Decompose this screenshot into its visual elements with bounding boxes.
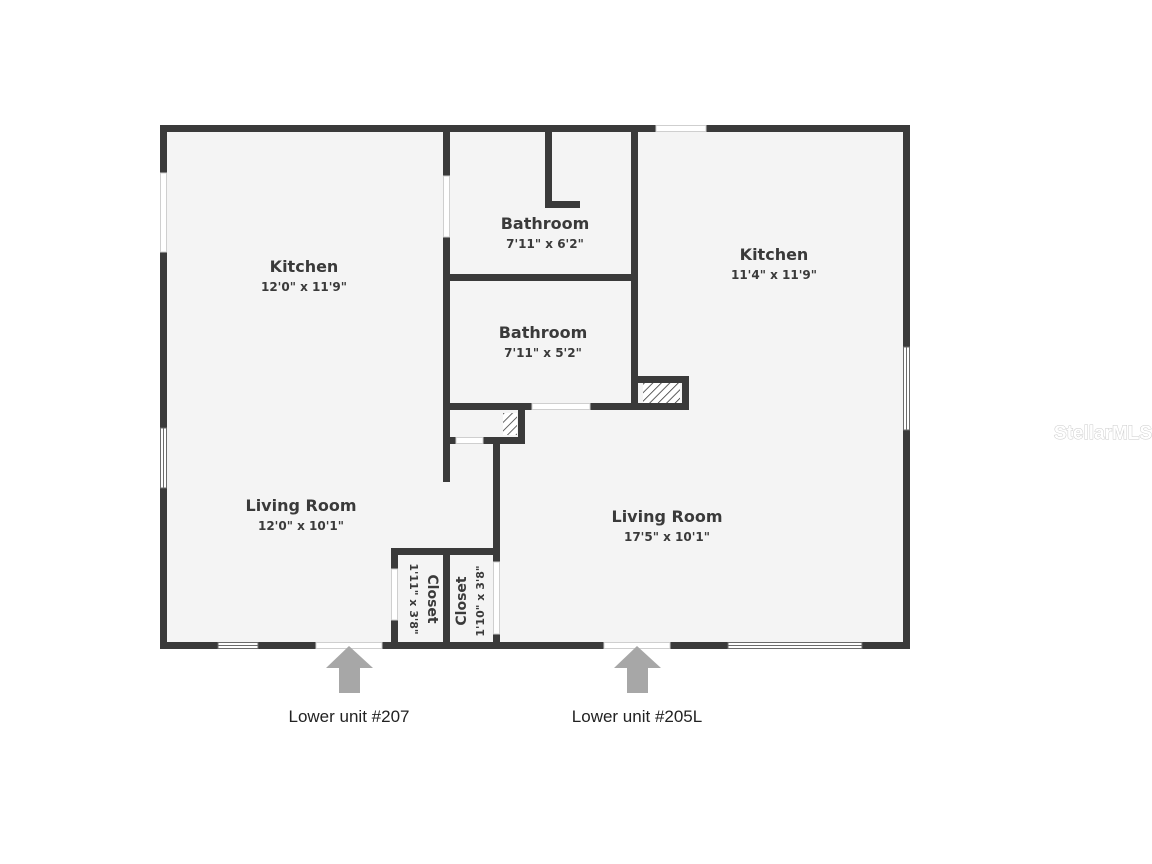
opening — [443, 175, 450, 238]
opening — [655, 125, 707, 132]
opening — [160, 172, 167, 253]
opening — [391, 568, 398, 621]
entry-label-unit-207: Lower unit #207 — [289, 707, 410, 726]
utility-chase — [643, 383, 680, 403]
room-dims-kitchen-left: 12'0" x 11'9" — [261, 280, 347, 294]
room-label-closet-a: Closet — [424, 574, 440, 624]
room-label-living-left: Living Room — [246, 496, 357, 515]
room-dims-living-left: 12'0" x 10'1" — [258, 519, 344, 533]
floor-area — [162, 128, 908, 646]
room-label-kitchen-right: Kitchen — [740, 245, 809, 264]
room-label-living-right: Living Room — [612, 507, 723, 526]
walls — [160, 125, 910, 649]
utility-chase — [503, 413, 517, 435]
up-arrow-icon — [614, 646, 661, 693]
room-dims-closet-a: 1'11" x 3'8" — [407, 563, 420, 634]
room-dims-kitchen-right: 11'4" x 11'9" — [731, 268, 817, 282]
entry-label-unit-205l: Lower unit #205L — [572, 707, 702, 726]
room-dims-bathroom-top: 7'11" x 6'2" — [506, 237, 584, 251]
room-dims-bathroom-mid: 7'11" x 5'2" — [504, 346, 582, 360]
up-arrow-icon — [326, 646, 373, 693]
room-label-closet-b: Closet — [454, 576, 470, 626]
room-label-bathroom-mid: Bathroom — [499, 323, 588, 342]
room-dims-living-right: 17'5" x 10'1" — [624, 530, 710, 544]
opening — [531, 403, 591, 410]
openings — [160, 125, 707, 649]
room-label-bathroom-top: Bathroom — [501, 214, 590, 233]
room-dims-closet-b: 1'10" x 3'8" — [474, 565, 487, 636]
opening — [455, 437, 484, 444]
room-label-kitchen-left: Kitchen — [270, 257, 339, 276]
windows — [160, 346, 910, 649]
watermark-logo: StellarMLS — [1054, 423, 1152, 444]
opening — [493, 561, 500, 635]
